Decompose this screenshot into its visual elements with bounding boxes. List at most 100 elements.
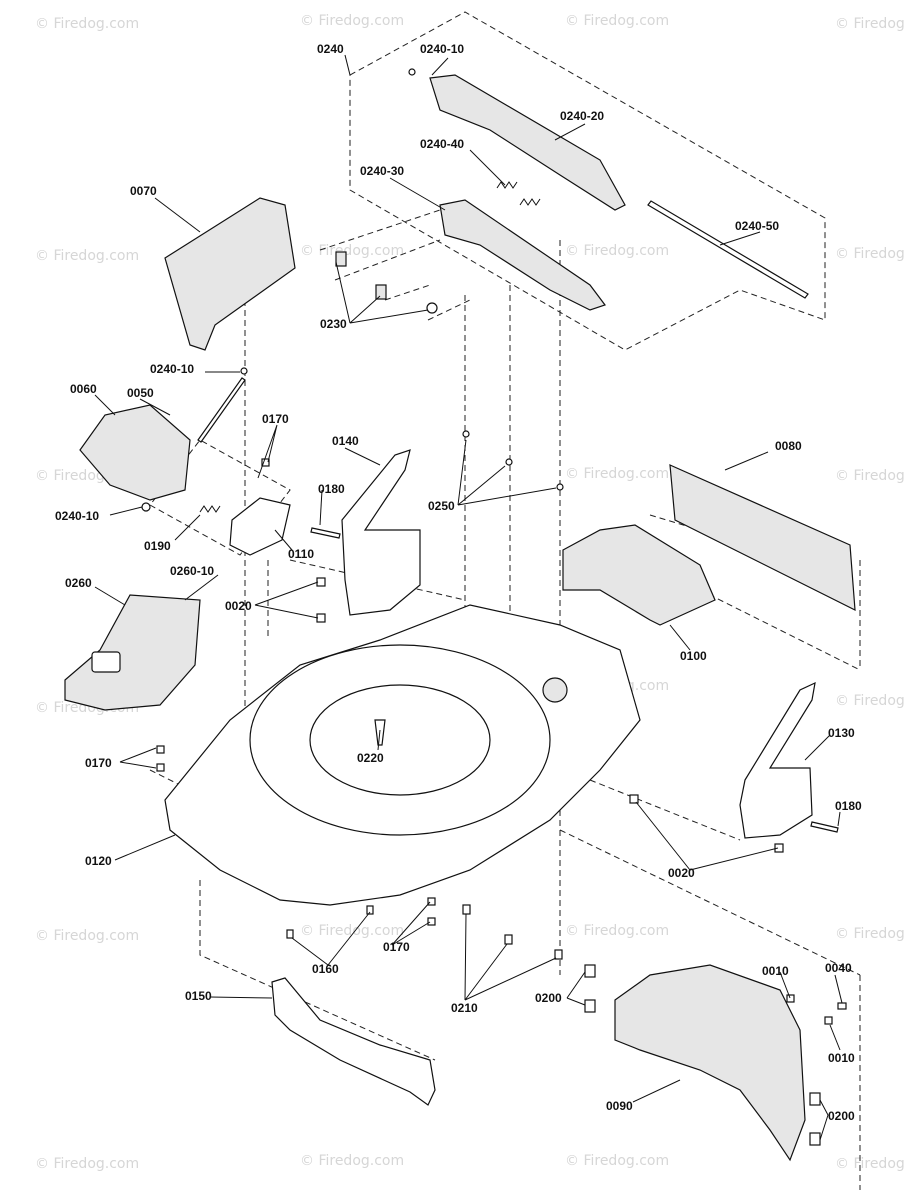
discharge-0090: [614, 964, 806, 1162]
pin-0240-10: [197, 377, 246, 443]
label-0220: 0220: [357, 751, 384, 765]
bolt-0180: [810, 821, 839, 833]
label-0010: 0010: [762, 964, 789, 978]
label-0160: 0160: [312, 962, 339, 976]
bracket-0240-30: [439, 199, 606, 311]
watermark: © Firedog.com: [835, 468, 905, 484]
watermark: © Firedog.com: [300, 923, 404, 939]
label-0020: 0020: [668, 866, 695, 880]
part-labels: 0240 0240-10 0240-20 0240-40 0240-30 024…: [55, 42, 862, 1123]
watermark: © Firedog.com: [300, 1153, 404, 1169]
label-0140: 0140: [332, 434, 359, 448]
nut-0230: [335, 251, 347, 267]
watermark: © Firedog.com: [35, 248, 139, 264]
nut-0010: [786, 994, 795, 1003]
label-0260: 0260: [65, 576, 92, 590]
label-0050: 0050: [127, 386, 154, 400]
bracket-0110: [229, 497, 291, 556]
label-0170: 0170: [85, 756, 112, 770]
assembly-0240-box: [349, 11, 826, 351]
screw-0020: [316, 577, 326, 587]
label-0170: 0170: [383, 940, 410, 954]
baffle-0150: [271, 977, 436, 1106]
watermark: © Firedog.com: [565, 243, 669, 259]
washer-0250: [462, 430, 470, 438]
label-0260-10: 0260-10: [170, 564, 214, 578]
label-0240-10: 0240-10: [55, 509, 99, 523]
label-0020: 0020: [225, 599, 252, 613]
label-0190: 0190: [144, 539, 171, 553]
label-0250: 0250: [428, 499, 455, 513]
label-0060: 0060: [70, 382, 97, 396]
label-0240-50: 0240-50: [735, 219, 779, 233]
watermark: © Firedog.com: [565, 923, 669, 939]
panel-0080: [669, 464, 856, 612]
watermark: © Firedog.com: [835, 926, 905, 942]
label-0080: 0080: [775, 439, 802, 453]
watermarks: © Firedog.com © Firedog.com © Firedog.co…: [35, 13, 905, 1172]
screw-0160: [286, 929, 294, 939]
label-0210: 0210: [451, 1001, 478, 1015]
clip-0200: [809, 1132, 821, 1146]
nut-0230: [375, 284, 387, 300]
screw-0020: [629, 794, 639, 804]
side-flap-0060: [79, 404, 191, 501]
watermark: © Firedog.com: [35, 16, 139, 32]
screw-0160: [366, 905, 374, 915]
logo-badge-0260: [91, 651, 121, 673]
screw-0170: [261, 458, 270, 467]
screw-0170: [156, 745, 165, 754]
nut-0230: [426, 302, 438, 314]
nut-0240-10: [240, 367, 248, 375]
screw-0020: [774, 843, 784, 853]
label-0130: 0130: [828, 726, 855, 740]
label-0150: 0150: [185, 989, 212, 1003]
label-0010: 0010: [828, 1051, 855, 1065]
label-0200: 0200: [828, 1109, 855, 1123]
washer-0250: [505, 458, 513, 466]
watermark: © Firedog.com: [300, 13, 404, 29]
rear-flap-0070: [164, 197, 296, 351]
label-0240: 0240: [317, 42, 344, 56]
label-0240-20: 0240-20: [560, 109, 604, 123]
oil-cap: [542, 677, 568, 703]
nut-0010: [824, 1016, 833, 1025]
screw-0210: [462, 904, 471, 915]
watermark: © Firedog.com: [835, 16, 905, 32]
label-0090: 0090: [606, 1099, 633, 1113]
watermark: © Firedog.com: [565, 1153, 669, 1169]
washer-0250: [556, 483, 564, 491]
nut-0240-10: [141, 502, 151, 512]
label-0240-10: 0240-10: [420, 42, 464, 56]
clip-0200: [584, 964, 596, 978]
spring-0190: [199, 505, 221, 513]
watermark: © Firedog.com: [835, 1156, 905, 1172]
label-0170: 0170: [262, 412, 289, 426]
label-0230: 0230: [320, 317, 347, 331]
screw-0210: [554, 949, 563, 960]
label-0110: 0110: [288, 547, 314, 561]
label-0200: 0200: [535, 991, 562, 1005]
label-0180: 0180: [835, 799, 862, 813]
rod-0240-50: [647, 200, 809, 299]
cover-0260: [64, 594, 201, 711]
nut-0240-10: [408, 68, 416, 76]
label-0040: 0040: [825, 961, 852, 975]
watermark: © Firedog.com: [35, 928, 139, 944]
watermark: © Firedog.com: [300, 243, 404, 259]
label-0240-30: 0240-30: [360, 164, 404, 178]
watermark: © Firedog.com: [835, 246, 905, 262]
watermark: © Firedog.com: [835, 693, 905, 709]
label-0070: 0070: [130, 184, 157, 198]
screw-0210: [504, 934, 513, 945]
screw-0040: [837, 1002, 847, 1010]
height-adjuster-0140: [341, 449, 421, 616]
clip-0200: [809, 1092, 821, 1106]
spring-0240-40: [496, 181, 541, 206]
watermark: © Firedog.com: [565, 13, 669, 29]
watermark: © Firedog.com: [565, 466, 669, 482]
screw-0170: [427, 897, 436, 906]
bracket-0240-20: [429, 74, 626, 211]
screw-0170: [427, 917, 436, 926]
